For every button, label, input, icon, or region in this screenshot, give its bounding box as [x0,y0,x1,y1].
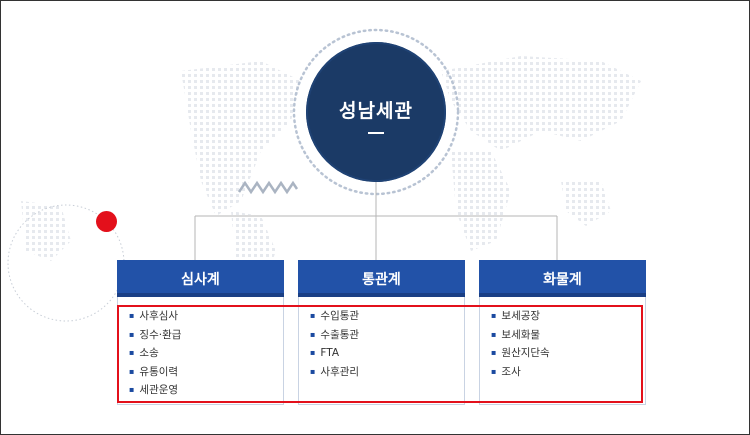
dept-item: 보세화물 [480,326,645,345]
dept-item-list: 수입통관 수출통관 FTA 사후관리 [298,297,465,405]
dept-item: FTA [299,344,464,363]
dept-item: 원산지단속 [480,344,645,363]
center-title: 성남세관 [339,100,413,122]
dept-item-list: 사후심사 징수·환급 소송 유통이력 세관운영 [117,297,284,405]
highlight-box [117,305,643,403]
center-dash [368,132,384,134]
dept-item: 세관운영 [118,381,283,400]
dept-item-list: 보세공장 보세화물 원산지단속 조사 [479,297,646,405]
dept-header: 화물계 [479,260,646,297]
dept-box-clearance: 통관계 수입통관 수출통관 FTA 사후관리 [298,260,465,405]
dept-item: 유통이력 [118,363,283,382]
dept-box-cargo: 화물계 보세공장 보세화물 원산지단속 조사 [479,260,646,405]
dept-item: 보세공장 [480,307,645,326]
dept-box-audit: 심사계 사후심사 징수·환급 소송 유통이력 세관운영 [117,260,284,405]
dept-item: 조사 [480,363,645,382]
dept-item: 수출통관 [299,326,464,345]
zigzag-decoration [237,180,299,195]
dept-item: 징수·환급 [118,326,283,345]
center-node: 성남세관 [306,42,446,182]
red-dot-decoration [96,211,117,232]
dept-item: 사후관리 [299,363,464,382]
dept-item: 사후심사 [118,307,283,326]
dept-item: 소송 [118,344,283,363]
dept-header: 통관계 [298,260,465,297]
dept-item: 수입통관 [299,307,464,326]
dept-header: 심사계 [117,260,284,297]
